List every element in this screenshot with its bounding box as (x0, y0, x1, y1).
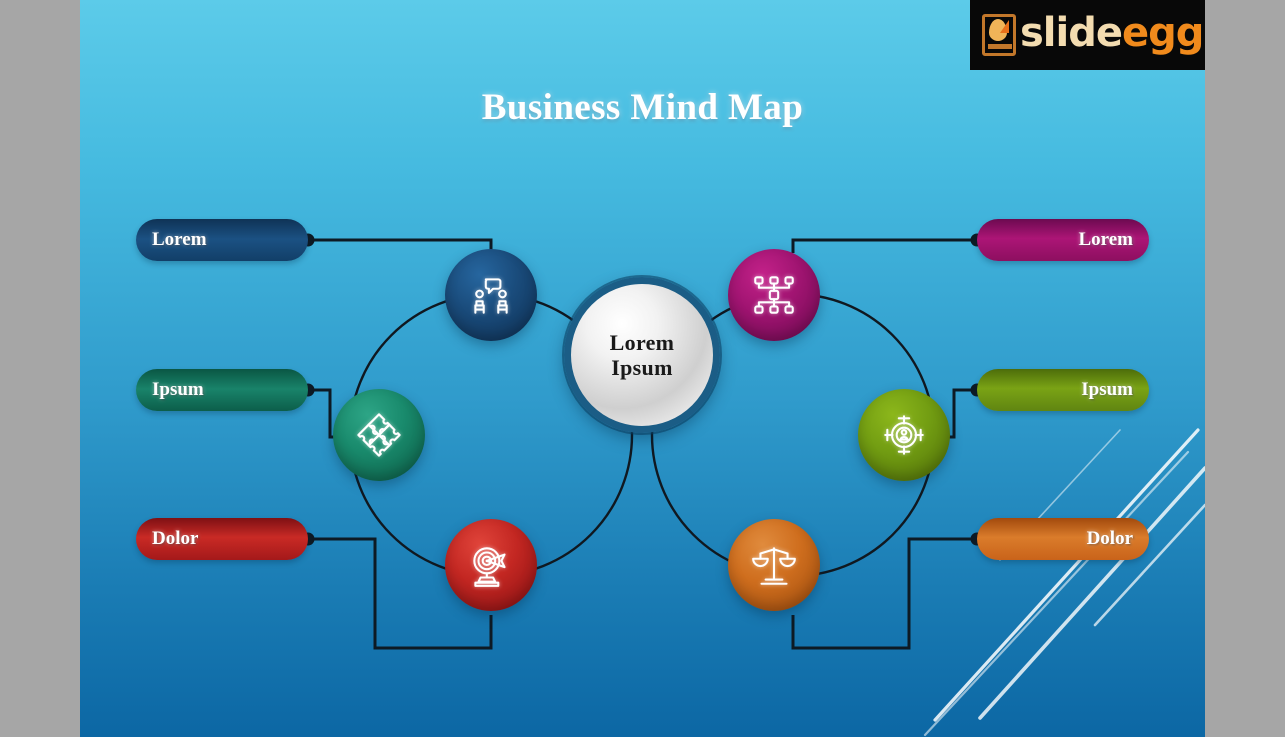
branch-label: Ipsum (1081, 379, 1133, 400)
logo-word-slide: slide (1020, 10, 1123, 56)
center-hub-line1: Lorem (609, 329, 675, 355)
branch-node-middle-left[interactable] (333, 389, 425, 481)
wire-bottom-left (308, 537, 493, 650)
slide-canvas: Business Mind Map Lorem Ipsum Dolor Lore… (80, 0, 1205, 737)
crosshair-person-icon (884, 415, 924, 455)
branch-node-top-right[interactable] (728, 249, 820, 341)
balance-scale-icon (752, 547, 796, 585)
branch-node-bottom-right[interactable] (728, 519, 820, 611)
puzzle-pieces-icon (357, 413, 401, 457)
meeting-discussion-icon (474, 278, 508, 314)
branch-label: Lorem (1078, 229, 1133, 250)
egg-in-frame-icon (982, 14, 1016, 56)
branch-node-top-left[interactable] (445, 249, 537, 341)
hierarchy-network-icon (754, 276, 794, 314)
branch-node-middle-right[interactable] (858, 389, 950, 481)
branch-pill-middle-right[interactable]: Ipsum (977, 369, 1149, 411)
branch-pill-top-left[interactable]: Lorem (136, 219, 308, 261)
branch-pill-bottom-left[interactable]: Dolor (136, 518, 308, 560)
branch-pill-middle-left[interactable]: Ipsum (136, 369, 308, 411)
branch-pill-top-right[interactable]: Lorem (977, 219, 1149, 261)
branch-label: Dolor (152, 528, 199, 549)
slideegg-logo[interactable]: slideegg (970, 0, 1205, 70)
branch-label: Lorem (152, 229, 207, 250)
branch-label: Ipsum (152, 379, 204, 400)
center-hub-line2: Ipsum (611, 355, 673, 380)
egg-stand (988, 44, 1012, 49)
wire-top-right (791, 238, 977, 253)
branch-pill-bottom-right[interactable]: Dolor (977, 518, 1149, 560)
branch-label: Dolor (1086, 528, 1133, 549)
center-hub[interactable]: Lorem Ipsum (564, 277, 720, 433)
decorative-streaks (923, 428, 1205, 737)
page-title: Business Mind Map (481, 87, 804, 128)
branch-node-bottom-left[interactable] (445, 519, 537, 611)
dartboard-target-icon (473, 547, 506, 587)
logo-wordmark: slideegg (1020, 10, 1204, 57)
logo-word-egg: egg (1122, 10, 1204, 56)
wire-top-left (308, 238, 493, 253)
wire-bottom-right (791, 537, 977, 650)
